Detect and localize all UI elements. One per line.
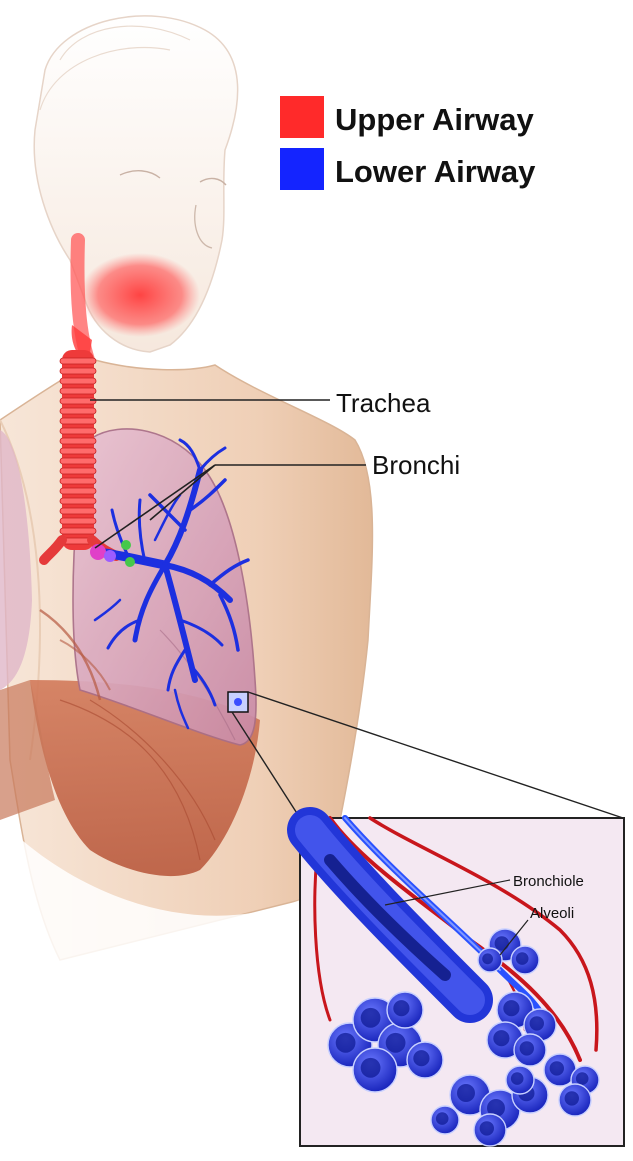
legend-label-upper-airway: Upper Airway [335, 102, 534, 137]
legend: Upper Airway Lower Airway [280, 96, 536, 190]
callout-trachea-label: Trachea [336, 388, 431, 418]
legend-label-lower-airway: Lower Airway [335, 154, 536, 189]
legend-swatch-lower-airway [280, 148, 324, 190]
inset-label-alveoli: Alveoli [530, 905, 574, 922]
inset-panel: Bronchiole Alveoli [300, 818, 624, 1146]
inset-label-bronchiole: Bronchiole [513, 873, 584, 890]
legend-swatch-upper-airway [280, 96, 324, 138]
callout-bronchi-label: Bronchi [372, 450, 460, 480]
